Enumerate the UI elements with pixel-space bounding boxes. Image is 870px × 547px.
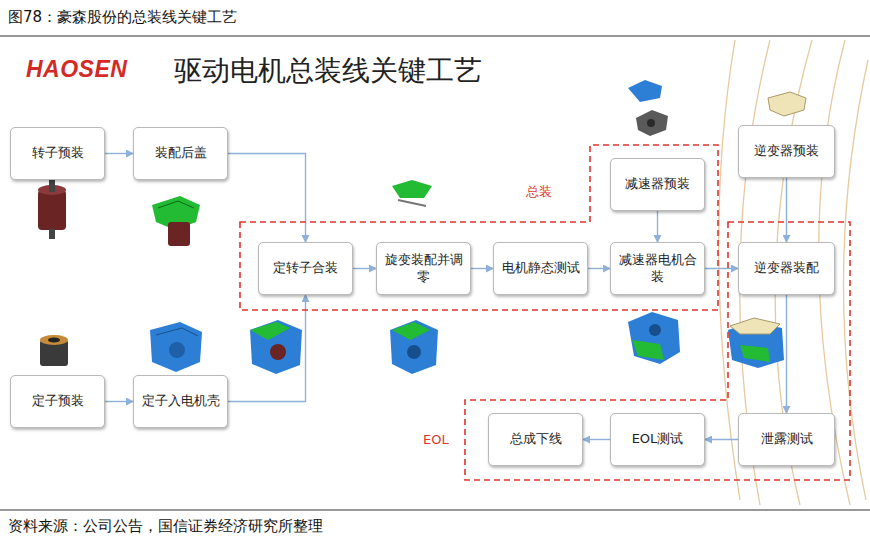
box-text-group: 旋变装配并调零 (383, 252, 464, 286)
box-text-group: 减速器电机合装 (617, 252, 698, 286)
source-note: 资料来源：公司公告，国信证券经济研究所整理 (8, 517, 323, 536)
box-label: 转子预装 (32, 145, 84, 162)
box-label: 逆变器装配 (754, 260, 819, 277)
box-text-group: 定子预装 (32, 393, 84, 410)
box-text-group: 定转子合装 (273, 260, 338, 277)
region-outline (465, 222, 850, 480)
box-text-group: 总成下线 (510, 431, 562, 448)
box-text-group: 减速器预装 (625, 176, 690, 193)
header-rule (0, 36, 870, 37)
box-label: 逆变器预装 (754, 143, 819, 160)
box-text-group: 装配后盖 (155, 145, 207, 162)
flow-arrow (657, 211, 658, 242)
box-label: 定子预装 (32, 393, 84, 410)
housing-icon (150, 322, 202, 372)
region-label: EOL (423, 432, 449, 447)
box-label: 总成下线 (510, 431, 562, 448)
flow-arrow (588, 268, 610, 269)
process-box: 定转子合装 (258, 242, 353, 295)
box-label: 旋变装配并调零 (383, 252, 464, 286)
process-box: 泄露测试 (738, 413, 835, 466)
assembly-icon (250, 320, 302, 374)
box-label: 装配后盖 (155, 145, 207, 162)
figure-title: 图78：豪森股份的总装线关键工艺 (8, 8, 237, 27)
flow-arrow (705, 439, 738, 440)
box-text-group: 定子入电机壳 (142, 393, 220, 410)
box-text-group: 泄露测试 (761, 431, 813, 448)
diagram-heading: 驱动电机总装线关键工艺 (174, 52, 482, 90)
process-box: 装配后盖 (133, 127, 228, 180)
process-box: 定子预装 (10, 375, 105, 428)
assembly-icon (390, 320, 438, 374)
box-text-group: EOL测试 (632, 431, 684, 448)
process-box: 逆变器装配 (738, 242, 835, 295)
drive-unit-icon (628, 312, 680, 364)
flow-arrow (228, 295, 306, 402)
box-text-group: 逆变器预装 (754, 143, 819, 160)
process-box: 旋变装配并调零 (376, 242, 471, 295)
process-box: 逆变器预装 (738, 125, 835, 178)
inverter-icon (768, 92, 806, 116)
flow-arrow (583, 439, 610, 440)
process-box: 总成下线 (488, 413, 583, 466)
rear-cover-icon (152, 196, 200, 246)
flow-arrow (786, 178, 787, 242)
process-box: EOL测试 (610, 413, 705, 466)
flow-arrow (471, 268, 493, 269)
box-label: 定子入电机壳 (142, 393, 220, 410)
process-box: 电机静态测试 (493, 242, 588, 295)
region-label: 总装 (526, 183, 552, 201)
dashed-region: 总装 减速器预装定转子合装 旋变装配并调零 电机静态测试 减速器电机合装 (240, 145, 718, 310)
box-text-group: 逆变器装配 (754, 260, 819, 277)
flow-arrow (353, 268, 376, 269)
box-label: 定转子合装 (273, 260, 338, 277)
resolver-icon (392, 180, 432, 206)
region-outline (240, 145, 718, 310)
flow-arrow (105, 153, 133, 154)
company-logo: HAOSEN (26, 56, 127, 83)
process-box: 减速器预装 (610, 158, 705, 211)
box-label: 电机静态测试 (502, 260, 580, 277)
box-label: EOL测试 (632, 431, 684, 448)
flow-arrow (705, 268, 738, 269)
box-text-group: 转子预装 (32, 145, 84, 162)
flow-arrow (228, 154, 306, 243)
process-box: 定子入电机壳 (133, 375, 228, 428)
box-label: 减速器预装 (625, 176, 690, 193)
reducer-icon (628, 80, 668, 136)
process-box: 转子预装 (10, 127, 105, 180)
flow-arrow (786, 295, 787, 413)
box-label: 减速器电机合装 (617, 252, 698, 286)
box-label: 泄露测试 (761, 431, 813, 448)
dashed-region: EOL逆变器装配泄露测试EOL测试总成下线 (465, 222, 850, 480)
stator-icon (40, 335, 68, 366)
rotor-icon (38, 180, 66, 239)
process-box: 减速器电机合装 (610, 242, 705, 295)
footer-rule (0, 510, 870, 511)
box-text-group: 电机静态测试 (502, 260, 580, 277)
full-assembly-icon (728, 318, 784, 368)
flow-arrow (105, 401, 133, 402)
decor-curves (719, 40, 868, 505)
